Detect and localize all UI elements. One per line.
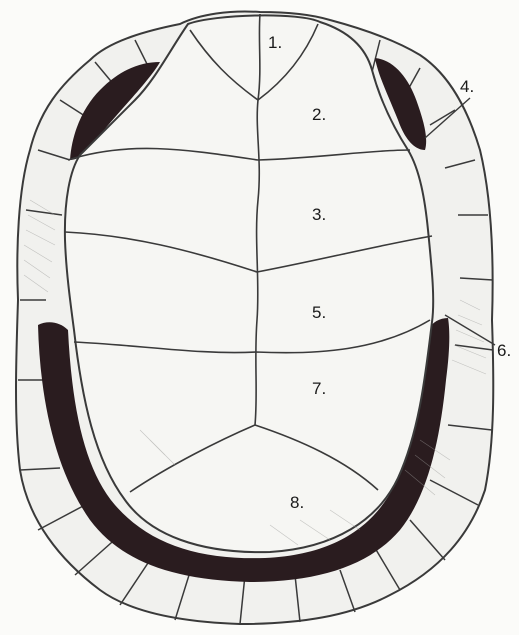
label-6: 6. (497, 341, 511, 360)
label-1: 1. (268, 33, 282, 52)
label-7: 7. (312, 379, 326, 398)
label-4: 4. (460, 77, 474, 96)
label-3: 3. (312, 205, 326, 224)
label-5: 5. (312, 303, 326, 322)
label-2: 2. (312, 105, 326, 124)
label-8: 8. (290, 493, 304, 512)
